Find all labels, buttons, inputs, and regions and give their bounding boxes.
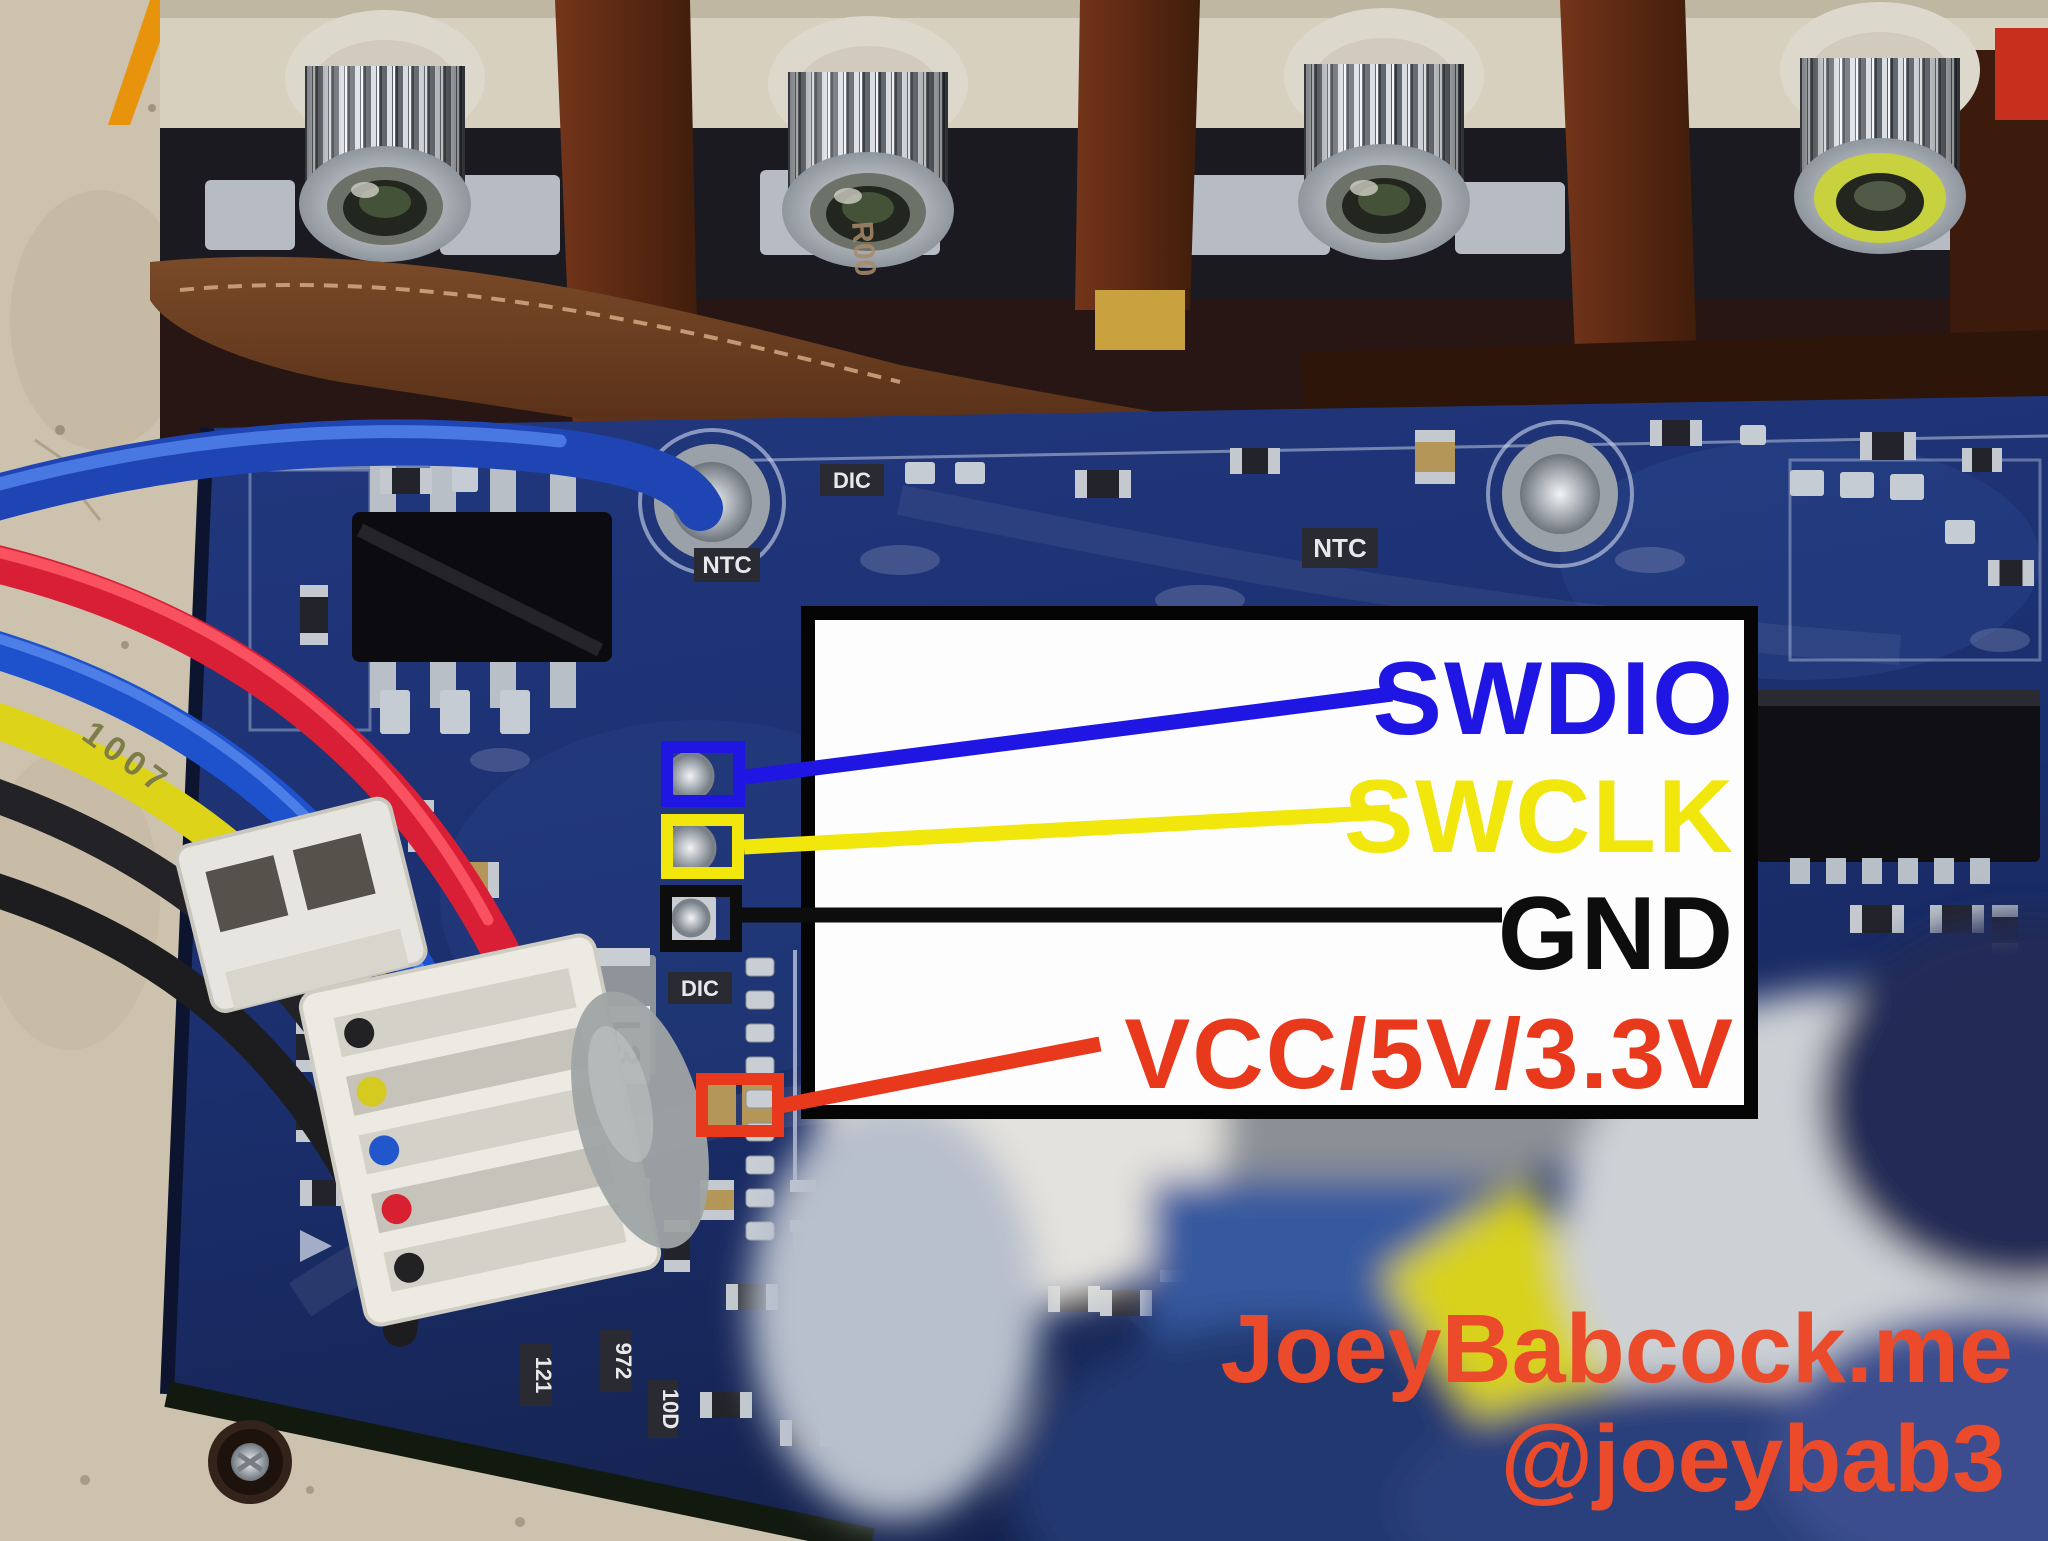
- screw-3: [1284, 8, 1484, 260]
- vcc-pad-marker: [696, 1073, 784, 1137]
- hot-glue-blob: [571, 991, 709, 1249]
- thick-blue-wire: [0, 419, 723, 531]
- svg-text:NTC: NTC: [1313, 533, 1367, 563]
- screw-1: [285, 10, 485, 262]
- red-tab: [1995, 28, 2048, 120]
- gnd-label: GND: [1497, 876, 1735, 992]
- screw-2: [768, 16, 968, 268]
- gnd-pad-marker: [660, 885, 742, 952]
- swdio-label: SWDIO: [1372, 641, 1735, 757]
- strap-tab: [1095, 290, 1185, 350]
- svg-text:972: 972: [611, 1343, 636, 1380]
- swdio-pad-marker: [661, 741, 745, 807]
- svg-text:NTC: NTC: [702, 552, 751, 579]
- connector-large: [298, 933, 662, 1327]
- mounting-screw-hole: [208, 1420, 292, 1504]
- watermark-site: JoeyBabcock.me: [1220, 1294, 2013, 1403]
- labeled-resistors: NTC NTC DIC DIC 121 972 10D: [520, 464, 1378, 1438]
- orange-strip: [108, 0, 175, 125]
- watermark-handle: @joeybab3: [1500, 1406, 2005, 1512]
- svg-text:10D: 10D: [658, 1389, 683, 1429]
- svg-text:121: 121: [531, 1357, 556, 1394]
- solder-ring-right: [1486, 420, 1634, 568]
- swclk-label: SWCLK: [1343, 759, 1735, 875]
- svg-text:DIC: DIC: [833, 468, 871, 493]
- debug-pads: [663, 751, 778, 1128]
- swclk-pad-marker: [661, 814, 744, 879]
- svg-text:DIC: DIC: [681, 976, 719, 1001]
- ic-chip-right: [1756, 690, 2040, 884]
- connector-small: [174, 796, 428, 1013]
- vcc-label: VCC/5V/3.3V: [1124, 998, 1735, 1109]
- screw-4-yellow-ring: [1780, 2, 1980, 254]
- strap-r00-marking: R00: [845, 220, 882, 277]
